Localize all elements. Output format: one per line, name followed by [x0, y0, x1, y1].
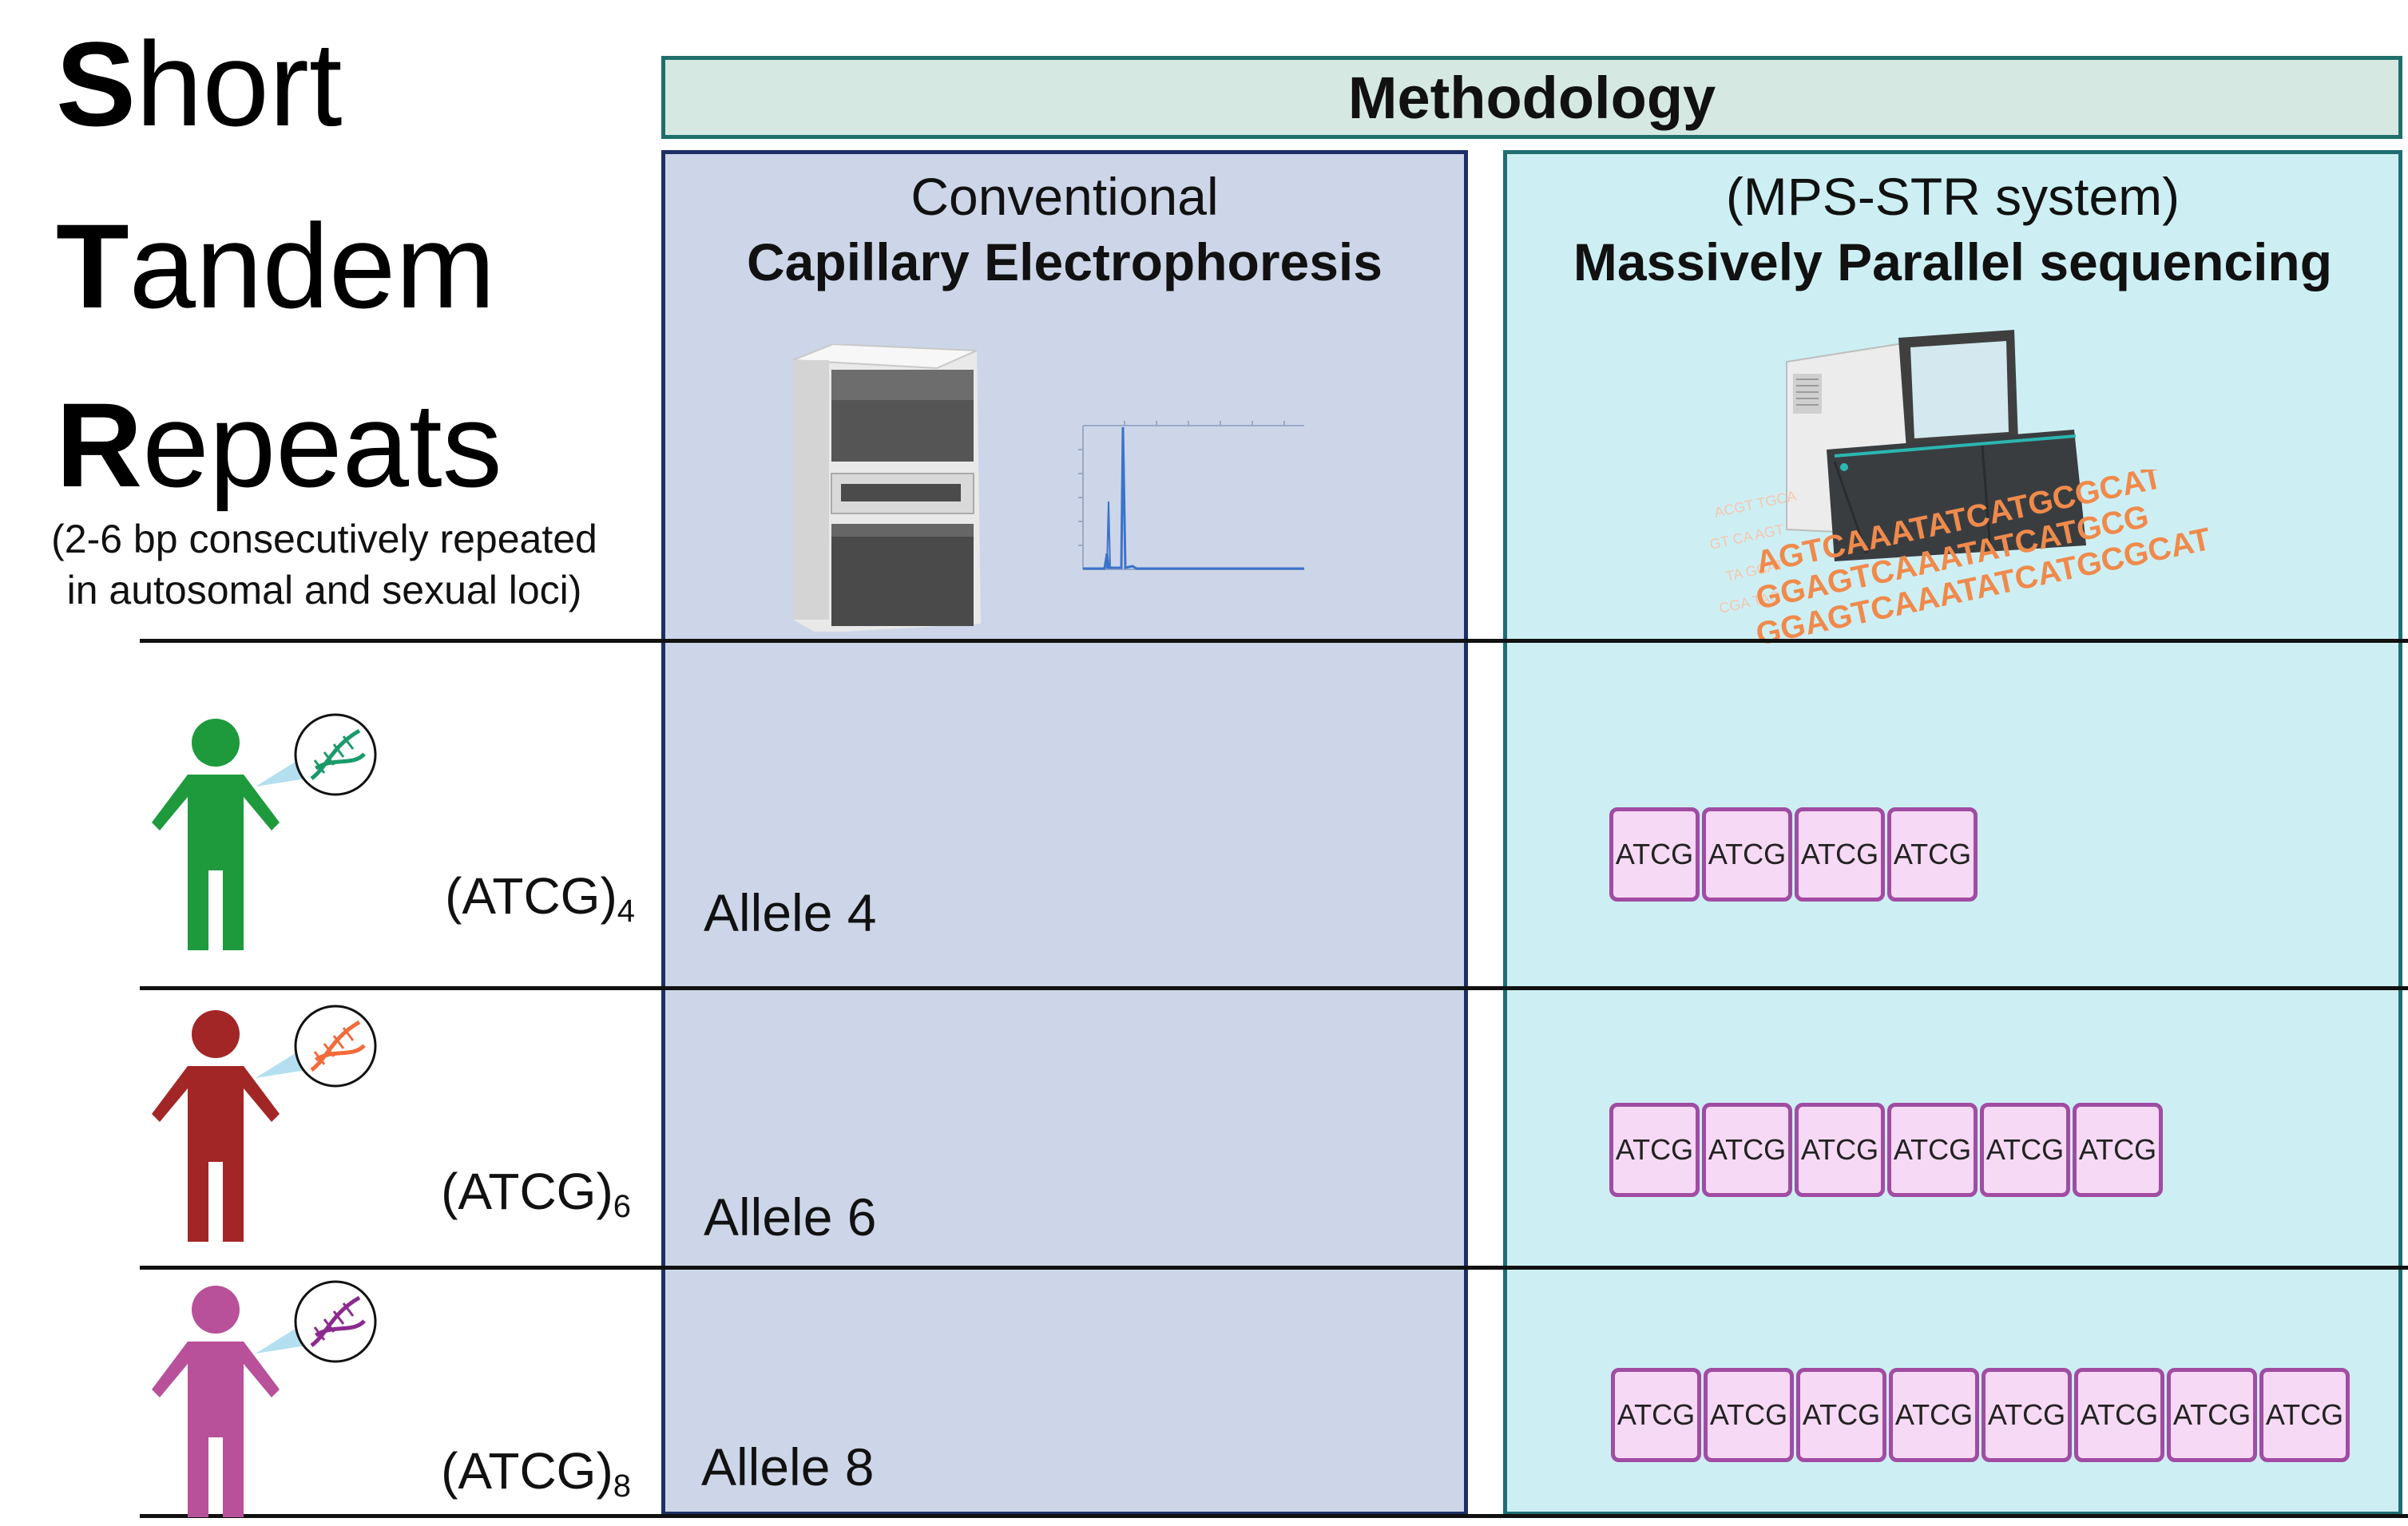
row-divider-3	[140, 1514, 2408, 1518]
repeat-text-row3: (ATCG)	[441, 1442, 613, 1500]
repeat-label-row3: (ATCG)8	[439, 1441, 631, 1504]
capillary-instrument-icon	[792, 344, 981, 632]
repeat-subscript-row1: 4	[617, 894, 635, 929]
methodology-header: Methodology	[661, 56, 2402, 139]
ce-column-heading: Conventional Capillary Electrophoresis	[665, 164, 1464, 295]
repeat-unit-block: ATCG	[2259, 1368, 2350, 1462]
repeat-unit-block: ATCG	[2167, 1368, 2257, 1462]
dna-helix-icon	[310, 1295, 366, 1347]
repeat-unit-block: ATCG	[1702, 807, 1792, 902]
repeat-unit-block: ATCG	[1795, 807, 1885, 902]
title-short-rest: hort	[136, 17, 343, 151]
title-short-initial: S	[56, 17, 137, 151]
repeat-unit-block: ATCG	[1609, 1103, 1700, 1197]
repeat-unit-block: ATCG	[1887, 1103, 1978, 1197]
title-repeats: Repeats	[56, 385, 502, 505]
row-divider-2	[140, 1266, 2408, 1270]
title-tandem: Tandem	[56, 206, 495, 326]
title-subtitle: (2-6 bp consecutively repeated in autoso…	[0, 513, 649, 616]
allele-label-row2: Allele 6	[704, 1187, 877, 1247]
repeat-text-row2: (ATCG)	[441, 1163, 613, 1220]
repeat-unit-block: ATCG	[1795, 1103, 1885, 1197]
repeat-unit-block: ATCG	[1702, 1103, 1792, 1197]
repeat-unit-block: ATCG	[1611, 1368, 1701, 1462]
repeat-subscript-row3: 8	[613, 1469, 631, 1504]
person-icon-row3	[152, 1280, 377, 1517]
column-massively-parallel-sequencing: (MPS-STR system) Massively Parallel sequ…	[1503, 150, 2402, 1516]
ce-heading-line1: Conventional	[910, 167, 1219, 226]
mps-heading-line2: Massively Parallel sequencing	[1573, 232, 2333, 291]
svg-text:ACGT TGCA: ACGT TGCA	[1713, 488, 1798, 521]
person-icon-row1	[152, 713, 377, 950]
repeat-unit-block: ATCG	[2074, 1368, 2164, 1462]
mps-column-heading: (MPS-STR system) Massively Parallel sequ…	[1507, 164, 2398, 295]
row-divider-header	[140, 639, 2408, 643]
repeat-label-row1: (ATCG)4	[443, 866, 635, 929]
row-divider-1	[140, 986, 2408, 990]
repeat-subscript-row2: 6	[613, 1189, 631, 1224]
title-subtitle-line1: (2-6 bp consecutively repeated	[51, 517, 597, 561]
sequence-reads-art: ACGT TGCA GT CA AGT TA GCAT CGA TAG AGTC…	[1711, 470, 2214, 652]
electropherogram-chart	[1078, 421, 1304, 570]
title-short: Short	[56, 24, 343, 144]
repeat-unit-block: ATCG	[1889, 1368, 1979, 1462]
repeat-unit-block: ATCG	[1980, 1103, 2070, 1197]
dna-helix-icon	[310, 728, 366, 780]
repeat-unit-block: ATCG	[1609, 807, 1700, 902]
dna-helix-icon	[310, 1020, 366, 1072]
title-tandem-initial: T	[56, 199, 129, 333]
repeat-label-row2: (ATCG)6	[439, 1162, 631, 1225]
allele-label-row1: Allele 4	[704, 883, 877, 942]
sequencer-instrument-icon	[1786, 330, 2086, 561]
ce-heading-line2: Capillary Electrophoresis	[747, 232, 1383, 291]
title-repeats-rest: epeats	[142, 378, 502, 512]
title-repeats-initial: R	[56, 378, 143, 512]
title-subtitle-line2: in autosomal and sexual loci)	[66, 568, 582, 612]
repeat-text-row1: (ATCG)	[445, 867, 617, 925]
repeat-unit-block: ATCG	[1982, 1368, 2072, 1462]
allele-label-row3: Allele 8	[701, 1437, 875, 1496]
repeat-unit-block: ATCG	[1796, 1368, 1886, 1462]
repeat-unit-block: ATCG	[1704, 1368, 1794, 1462]
repeat-unit-block: ATCG	[2073, 1103, 2163, 1197]
repeat-unit-block: ATCG	[1887, 807, 1978, 902]
mps-heading-line1: (MPS-STR system)	[1725, 167, 2180, 226]
column-capillary-electrophoresis: Conventional Capillary Electrophoresis A…	[661, 150, 1468, 1516]
title-tandem-rest: andem	[129, 199, 496, 333]
person-icon-row2	[152, 1005, 377, 1242]
